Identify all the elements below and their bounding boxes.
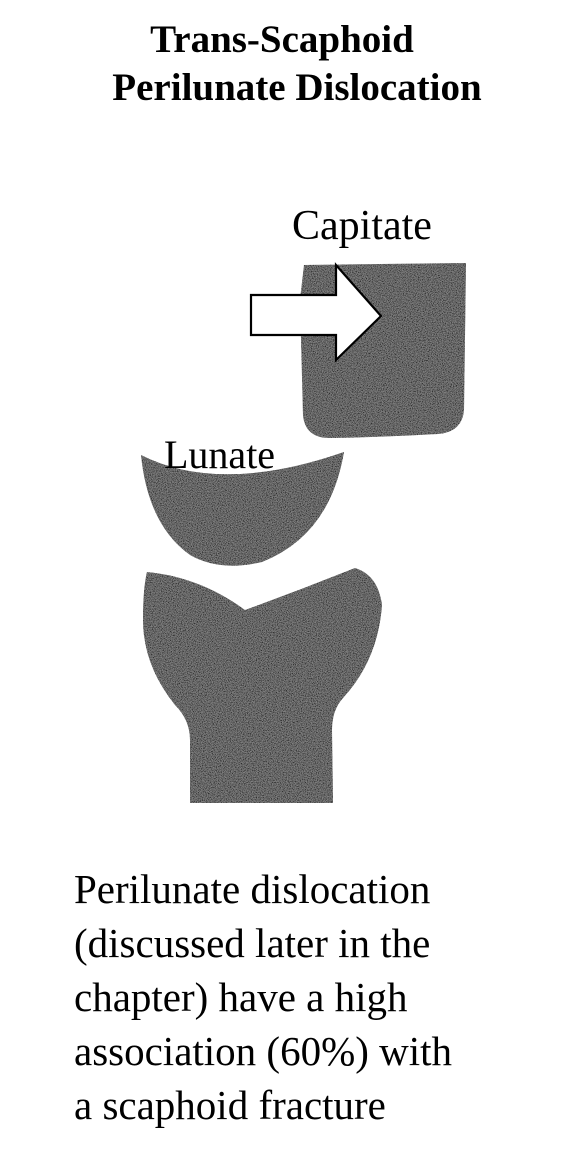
capitate-bone — [300, 263, 466, 438]
caption-line-3: chapter) have a high — [74, 974, 408, 1020]
dislocation-arrow — [249, 262, 383, 363]
title-line-1: Trans-Scaphoid — [150, 18, 414, 61]
radius-bone — [143, 568, 382, 803]
caption-text: Perilunate dislocation (discussed later … — [74, 862, 554, 1132]
wrist-bone-diagram: Capitate Lunate — [141, 203, 466, 803]
caption-line-5: a scaphoid fracture — [74, 1082, 386, 1128]
title-line-2: Perilunate Dislocation — [112, 66, 482, 109]
caption-line-1: Perilunate dislocation — [74, 866, 431, 912]
lunate-label: Lunate — [164, 432, 275, 477]
caption-line-4: association (60%) with — [74, 1028, 453, 1074]
diagram-title: Trans-Scaphoid Perilunate Dislocation — [0, 16, 564, 112]
caption-line-2: (discussed later in the — [74, 920, 431, 966]
lunate-bone — [141, 452, 344, 566]
capitate-label: Capitate — [292, 203, 432, 249]
